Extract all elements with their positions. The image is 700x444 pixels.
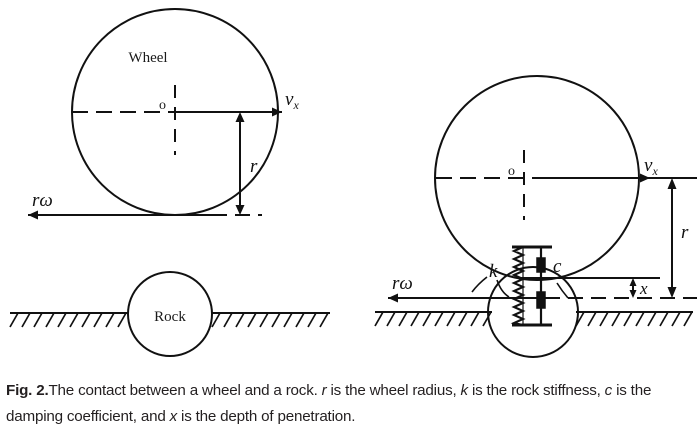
velocity-arrowhead-right bbox=[640, 173, 650, 183]
ground-hatching-right-seg2 bbox=[575, 311, 693, 327]
figure-caption: Fig. 2.The contact between a wheel and a… bbox=[0, 372, 700, 444]
stiffness-label: k bbox=[489, 261, 498, 282]
ground-hatching-left-seg1 bbox=[9, 312, 127, 328]
rock-circle-left bbox=[127, 271, 213, 357]
caption-text-5: is the damping coefficient, and bbox=[6, 382, 652, 425]
stiffness-leader bbox=[496, 279, 510, 298]
velocity-label-left: vx bbox=[285, 89, 299, 112]
tangential-arrowhead-right bbox=[388, 293, 398, 303]
damping-leader bbox=[556, 282, 569, 299]
tangential-label-right: rω bbox=[392, 273, 413, 294]
caption-symbol-k: k bbox=[460, 382, 469, 399]
radius-arrowhead-bottom-left bbox=[235, 205, 245, 215]
radius-label-right: r bbox=[681, 222, 689, 243]
velocity-label-right: vx bbox=[644, 155, 658, 178]
right-diagram: o vx r rω x bbox=[374, 75, 697, 358]
penetration-arrowhead-bottom-right bbox=[629, 290, 637, 298]
damper-element bbox=[530, 245, 552, 327]
wheel-label-left: Wheel bbox=[128, 50, 167, 66]
caption-text-1: The contact between a wheel and a rock. bbox=[48, 382, 322, 399]
caption-symbol-x: x bbox=[169, 408, 178, 425]
velocity-arrowhead-left bbox=[272, 107, 282, 117]
tangential-arrowhead-left bbox=[28, 210, 38, 220]
ground-hatching-left-seg2 bbox=[211, 312, 329, 328]
radius-label-left: r bbox=[250, 156, 258, 177]
penetration-label-right: x bbox=[639, 279, 648, 298]
caption-symbol-c: c bbox=[604, 382, 613, 399]
radius-arrowhead-top-left bbox=[235, 112, 245, 122]
figure-graphic: o vx Wheel r rω bbox=[0, 0, 700, 372]
damper-piston-upper bbox=[536, 257, 546, 273]
figure-label: Fig. 2. bbox=[6, 382, 49, 399]
stiffness-leader-2 bbox=[471, 276, 488, 293]
penetration-arrowhead-top-right bbox=[629, 278, 637, 286]
caption-symbol-r: r bbox=[321, 382, 327, 399]
figure-background bbox=[0, 0, 700, 372]
caption-text-4: stiffness, bbox=[543, 382, 605, 399]
center-label-left: o bbox=[159, 98, 166, 113]
caption-text-3: is the rock bbox=[467, 382, 543, 399]
radius-arrowhead-bottom-right bbox=[667, 287, 677, 298]
left-diagram: o vx Wheel r rω bbox=[9, 8, 330, 357]
rock-circle-right bbox=[487, 266, 579, 358]
radius-arrowhead-top-right bbox=[667, 178, 677, 189]
damper-piston-lower bbox=[536, 291, 546, 309]
damping-label: c bbox=[553, 256, 562, 277]
caption-text-6: is the depth of penetration. bbox=[177, 408, 356, 425]
tangential-label-left: rω bbox=[32, 190, 53, 211]
ground-hatching-right-seg1 bbox=[374, 311, 492, 327]
rock-label-left: Rock bbox=[154, 309, 186, 325]
center-label-right: o bbox=[508, 164, 515, 179]
caption-text-2: is the wheel radius, bbox=[326, 382, 461, 399]
